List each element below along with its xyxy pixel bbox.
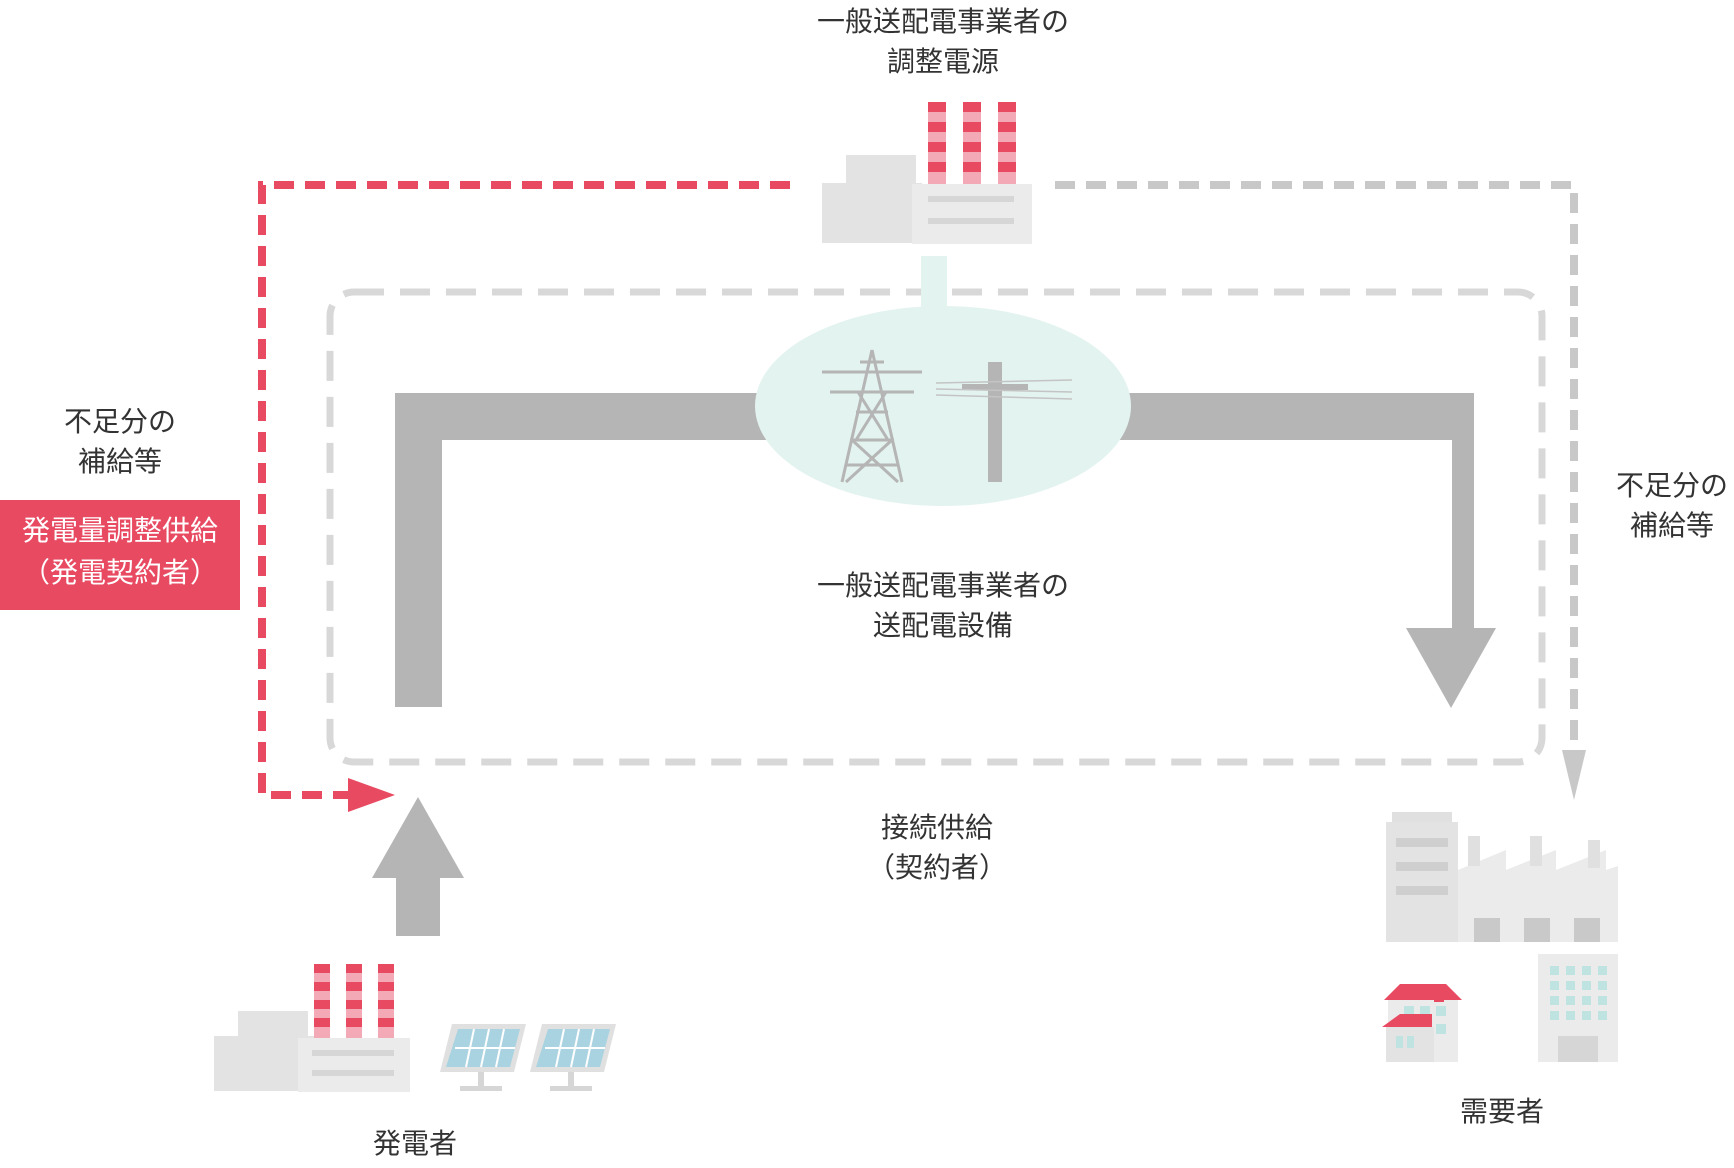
red-supply-path — [258, 181, 790, 799]
right-supply-label: 不足分の 補給等 — [1610, 466, 1734, 546]
top-source-line2: 調整電源 — [886, 45, 999, 78]
top-source-line1: 一般送配電事業者の — [816, 5, 1069, 38]
generator-label: 発電者 — [315, 1124, 515, 1164]
top-source-label: 一般送配電事業者の 調整電源 — [740, 2, 1146, 82]
utility-pole-icon — [935, 362, 1073, 482]
transmission-tower-icon — [822, 349, 922, 484]
gray-supply-arrowhead — [1562, 750, 1586, 800]
left-supply-line1: 不足分の — [63, 405, 176, 438]
flow-arrow-head — [1406, 628, 1496, 708]
consumer-label: 需要者 — [1402, 1092, 1602, 1132]
badge-line1: 発電量調整供給 — [21, 514, 218, 547]
right-supply-line1: 不足分の — [1615, 469, 1728, 502]
generator-text: 発電者 — [372, 1127, 457, 1160]
connection-label: 接続供給 （契約者） — [780, 808, 1094, 888]
badge-line2: （発電契約者） — [21, 556, 218, 589]
gray-supply-path — [1055, 181, 1578, 750]
grid-ellipse — [755, 306, 1131, 506]
office-building-icon — [1538, 954, 1618, 1062]
top-power-plant-icon — [822, 102, 1032, 244]
left-supply-line2: 補給等 — [77, 445, 162, 478]
generator-power-plant-icon — [214, 964, 410, 1092]
factory-icon — [1386, 812, 1618, 942]
up-arrow-head — [372, 797, 464, 878]
left-supply-label: 不足分の 補給等 — [30, 402, 210, 482]
house-icon — [1382, 984, 1462, 1062]
red-supply-arrowhead — [348, 778, 395, 812]
plant-grid-connector — [921, 256, 947, 314]
grid-line2: 送配電設備 — [872, 609, 1013, 642]
right-supply-line2: 補給等 — [1629, 509, 1714, 542]
connection-line1: 接続供給 — [880, 811, 993, 844]
up-arrow-shaft — [396, 878, 440, 936]
flow-arrow-path — [395, 393, 1474, 707]
consumer-text: 需要者 — [1459, 1095, 1544, 1128]
grid-line1: 一般送配電事業者の — [816, 569, 1069, 602]
grid-label: 一般送配電事業者の 送配電設備 — [740, 566, 1146, 646]
solar-panel-icon — [440, 1024, 616, 1091]
adjustment-supply-badge: 発電量調整供給 （発電契約者） — [0, 500, 240, 610]
connection-line2: （契約者） — [866, 851, 1007, 884]
